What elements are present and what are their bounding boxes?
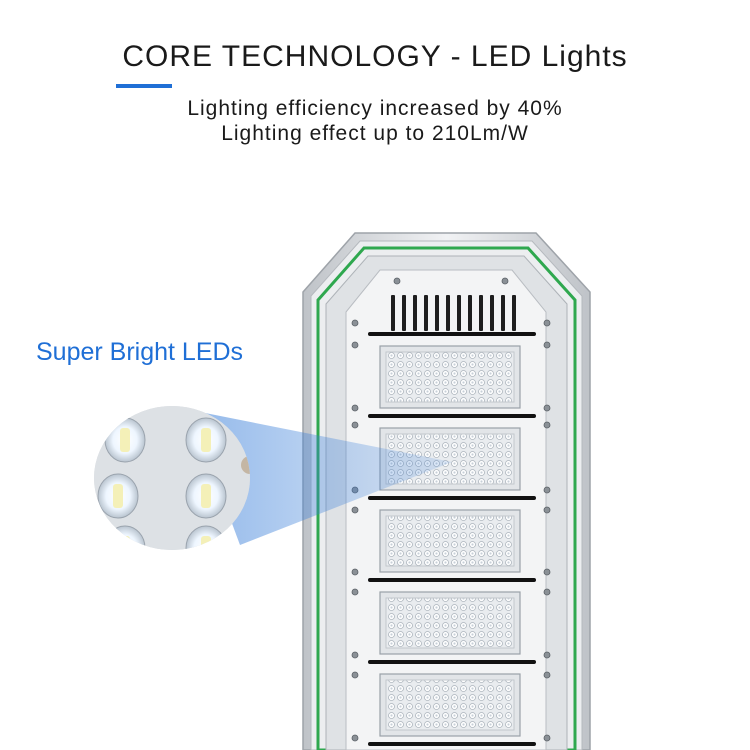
led-lens [104,525,146,550]
led-module [379,509,521,573]
mounting-screws [351,277,551,742]
vent-grille [391,295,516,331]
title-accent-bar [116,84,172,88]
green-gasket [316,246,577,750]
feature-lumens-text: Lighting effect up to 210Lm/W [221,122,529,145]
module-separators [368,332,536,746]
led-module [379,673,521,737]
zoom-beam [190,410,452,545]
led-lens [185,473,227,519]
led-lens [185,417,227,463]
led-module [379,591,521,655]
super-bright-leds-label: Super Bright LEDs [36,338,244,366]
feature-efficiency-text: Lighting efficiency increased by 40% [187,97,563,120]
led-lens [185,525,227,550]
led-lens [97,473,139,519]
page-title: CORE TECHNOLOGY - LED Lights [122,40,628,73]
led-module [379,345,521,409]
led-lens [104,417,146,463]
